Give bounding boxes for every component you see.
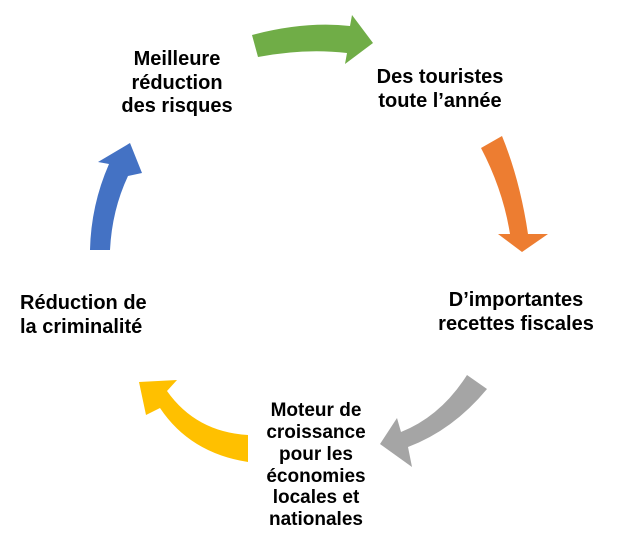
- node-label-tax-revenue: D’importantes recettes fiscales: [438, 289, 594, 335]
- arrow-down-icon: [481, 136, 548, 252]
- node-label-crime-reduction: Réduction de la criminalité: [20, 292, 147, 338]
- arrow-right-icon: [252, 15, 373, 64]
- arrow-up-icon: [90, 143, 142, 250]
- arrow-orange: [481, 136, 548, 252]
- node-label-risk-reduction: Meilleure réduction des risques: [121, 48, 233, 118]
- arrow-gray: [380, 375, 487, 467]
- arrow-down-left-icon: [380, 375, 487, 467]
- arrow-green: [252, 15, 373, 64]
- arrow-left-up-icon: [139, 380, 248, 462]
- node-label-year-round-tourists: Des touristes toute l’année: [376, 66, 504, 112]
- arrow-yellow: [139, 380, 248, 462]
- arrow-blue: [90, 143, 142, 250]
- node-label-growth-engine: Moteur de croissance pour les économies …: [266, 400, 366, 531]
